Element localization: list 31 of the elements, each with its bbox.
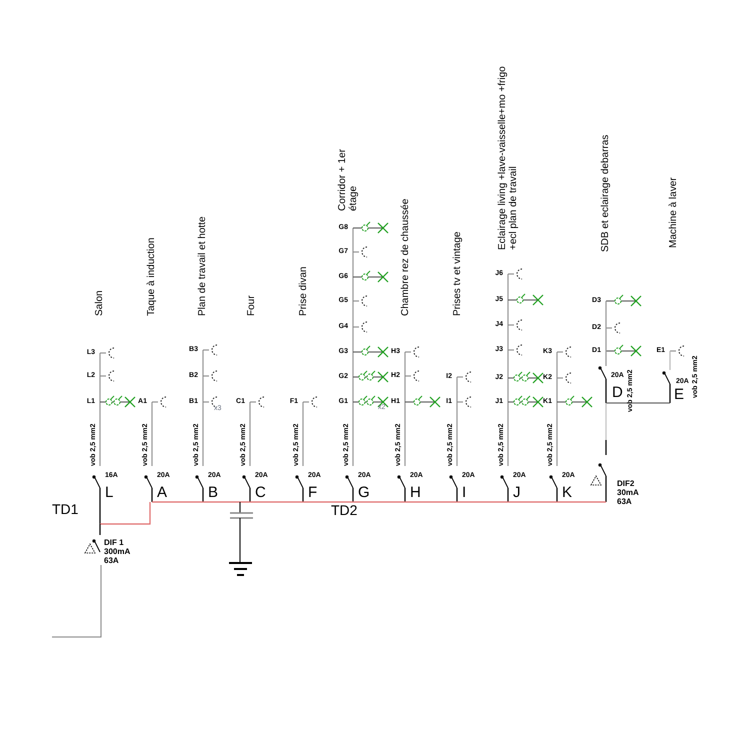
breaker-label: DIF 1	[104, 538, 124, 547]
circuit-letter: I	[462, 485, 466, 501]
circuit-title: Prises tv et vintage	[452, 232, 463, 316]
circuit-letter: L	[105, 485, 114, 501]
circuit-letter: C	[255, 485, 266, 501]
circuit-title: Four	[246, 295, 257, 316]
breaker-label: DIF2	[617, 479, 634, 488]
circuit-letter: H	[410, 485, 421, 501]
circuit-letter: A	[157, 485, 168, 501]
circuit-title: Eclairage living +lave-vaisselle+mo +frigo +ecl plan de travail	[497, 65, 519, 250]
breaker-label: 300mA	[104, 547, 130, 556]
board-label: TD1	[52, 501, 78, 517]
breaker-label: 63A	[104, 556, 119, 565]
circuit-title: SDB et eclairage debarras	[600, 134, 611, 252]
circuit-title: Plan de travail et hotte	[197, 216, 208, 316]
circuit-title: Corridor + 1er étage	[337, 149, 359, 211]
circuit-title: Machine à laver	[668, 177, 679, 248]
circuit-letter: D	[612, 385, 623, 401]
circuit-letter: B	[208, 485, 218, 501]
circuit-letter: E	[674, 387, 684, 403]
circuit-title: Taque à induction	[146, 238, 157, 316]
circuit-title: Salon	[94, 290, 105, 316]
circuit-letter: J	[513, 485, 520, 501]
circuit-letter: F	[308, 485, 318, 501]
circuit-letter: G	[358, 485, 370, 501]
breaker-label: 30mA	[617, 488, 639, 497]
circuit-title: Prise divan	[298, 266, 309, 316]
circuit-title: Chambre rez de chaussée	[400, 198, 411, 316]
breaker-label: 63A	[617, 497, 632, 506]
circuit-letter: K	[562, 485, 572, 501]
board-label: TD2	[331, 502, 358, 518]
